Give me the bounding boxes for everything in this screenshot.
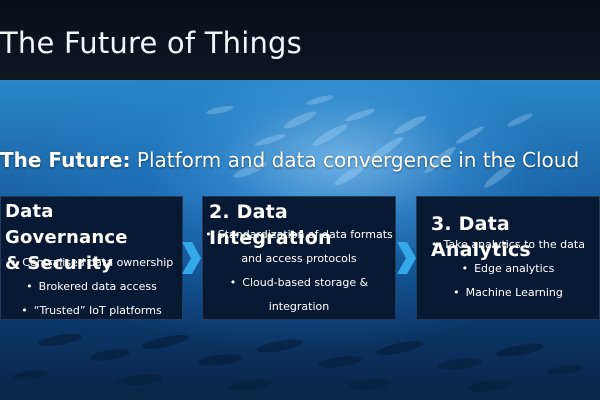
bullet-icon: •: [431, 238, 438, 251]
card-heading-line2: & Security: [5, 253, 114, 274]
list-item: •Take analytics to the data: [417, 233, 599, 257]
list-item: •Cloud-based storage &: [203, 271, 395, 295]
chevron-right-icon: [397, 242, 416, 274]
bullet-icon: •: [205, 228, 212, 241]
list-item-continuation: integration: [268, 300, 330, 313]
card-list: •Centralised data ownership •Brokered da…: [1, 251, 182, 323]
card-heading: 2. Data Integration: [209, 201, 332, 249]
fish-school-image: [12, 95, 583, 392]
list-item: •Centralised data ownership: [1, 251, 182, 275]
slide-subtitle: The Future: Platform and data convergenc…: [0, 148, 579, 172]
card-heading: 3. Data Analytics: [431, 213, 531, 261]
card-data-analytics: 3. Data Analytics •Take analytics to the…: [416, 196, 600, 320]
card-data-governance: Data Governance & Security •Centralised …: [0, 196, 183, 320]
card-list: •Standardization of data formats and acc…: [203, 223, 395, 319]
card-list: •Take analytics to the data •Edge analyt…: [417, 233, 599, 305]
chevron-right-icon: [182, 242, 201, 274]
card-heading-line1: Data Governance: [5, 201, 128, 248]
subtitle-text: Platform and data convergence in the Clo…: [136, 148, 580, 172]
list-item: •Brokered data access: [1, 275, 182, 299]
list-item: •“Trusted” IoT platforms: [1, 299, 182, 323]
list-item: •Edge analytics: [417, 257, 599, 281]
bullet-icon: •: [21, 304, 28, 317]
bullet-icon: •: [9, 256, 17, 269]
card-data-integration: 2. Data Integration •Standardization of …: [202, 196, 396, 320]
card-heading: Data Governance & Security: [1, 199, 182, 277]
list-item-continuation: and access protocols: [241, 252, 357, 265]
list-item: •Machine Learning: [417, 281, 599, 305]
bullet-icon: •: [26, 280, 33, 293]
bullet-icon: •: [229, 276, 237, 289]
bullet-icon: •: [453, 286, 460, 299]
title-band: [0, 0, 600, 80]
subtitle-emphasis: The Future:: [0, 148, 131, 172]
slide-title: The Future of Things: [0, 26, 302, 60]
list-item: •Standardization of data formats: [203, 223, 395, 247]
bullet-icon: •: [461, 262, 469, 275]
